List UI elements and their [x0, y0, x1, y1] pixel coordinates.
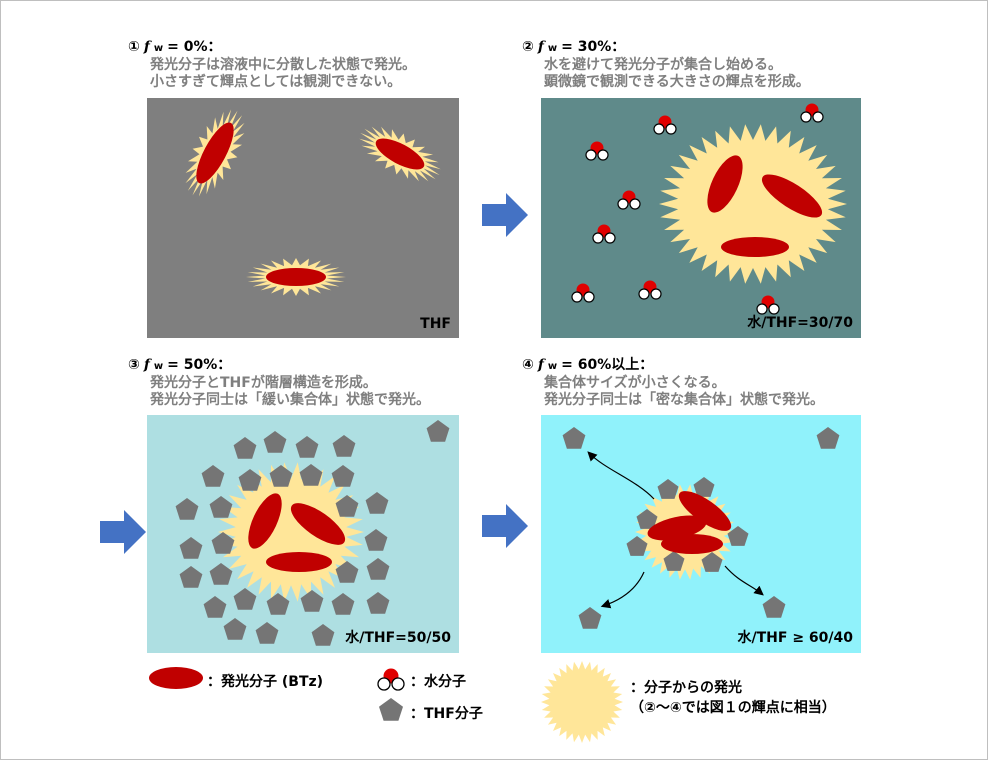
panel-background	[147, 98, 459, 338]
thf-molecule-icon	[364, 529, 388, 551]
thf-molecule-icon	[175, 498, 199, 520]
legend-glow-note: （②～④では図１の輝点に相当）	[630, 700, 836, 716]
panel-4-drawing	[541, 415, 861, 653]
panel-4-ratio-label: 水/THF ≥ 60/40	[737, 630, 854, 646]
thf-molecule-icon	[238, 469, 262, 491]
thf-molecule-icon	[701, 552, 723, 572]
glow-legend-icon	[541, 661, 623, 743]
panel-3-drawing	[147, 415, 459, 653]
panel-1-ratio-label: THF	[420, 316, 451, 332]
panel-3-ratio-label: 水/THF=50/50	[345, 630, 451, 646]
thf-molecule-icon	[263, 431, 287, 453]
thf-molecule-icon	[657, 479, 679, 499]
emitter-molecule	[375, 138, 425, 170]
panel-2-ratio-label: 水/THF=30/70	[747, 315, 853, 331]
thf-molecule-icon	[295, 436, 319, 458]
thf-molecule-icon	[366, 558, 390, 580]
diffusion-arrow	[600, 571, 645, 609]
emitter-molecule	[266, 552, 332, 572]
thf-molecule-icon	[209, 563, 233, 585]
arrow-right-icon	[482, 504, 528, 548]
thf-molecule-icon	[365, 492, 389, 514]
legend-water-label: ：水分子	[410, 674, 466, 690]
thf-molecule-icon	[201, 465, 225, 487]
thf-molecule-icon	[311, 624, 335, 646]
thf-molecule-icon	[335, 561, 359, 583]
thf-molecule-icon	[233, 588, 257, 610]
water-molecule-icon	[638, 280, 662, 300]
thf-molecule-icon	[299, 464, 323, 486]
water-molecule-icon	[756, 295, 780, 315]
thf-molecule-icon	[331, 593, 355, 615]
thf-molecule-icon	[179, 537, 203, 559]
thf-molecule-icon	[693, 477, 715, 497]
panel-water-30: 水/THF=30/70	[541, 98, 861, 338]
thf-molecule-icon	[331, 465, 355, 487]
glow-burst	[541, 661, 623, 743]
thf-molecule-icon	[626, 536, 648, 556]
arrow-right-icon	[100, 510, 146, 554]
emitter-legend-icon	[149, 667, 203, 689]
thf-molecule-icon	[426, 420, 450, 442]
water-molecule-icon	[592, 224, 616, 244]
thf-molecule-icon	[578, 607, 602, 629]
thf-molecule-icon	[562, 427, 586, 449]
emitter-molecule	[707, 155, 743, 213]
thf-molecule-icon	[179, 566, 203, 588]
thf-molecule-icon	[663, 551, 685, 571]
emitter-molecule	[266, 268, 326, 286]
thf-molecule-icon	[332, 435, 356, 457]
thf-molecule-icon	[223, 618, 247, 640]
water-molecule-legend-icon	[377, 668, 405, 691]
panel-thf: THF	[147, 98, 459, 338]
diffusion-arrow	[724, 565, 764, 596]
thf-molecule-icon	[269, 465, 293, 487]
water-molecule-icon	[800, 103, 824, 123]
legend-thf-label: ：THF分子	[410, 706, 483, 722]
thf-molecule-icon	[209, 496, 233, 518]
emitter-molecule	[196, 122, 234, 184]
water-molecule-icon	[653, 115, 677, 135]
emitter-molecule	[721, 237, 789, 257]
glow-burst	[659, 124, 847, 284]
thf-molecule-icon	[266, 593, 290, 615]
arrow-right-icon	[482, 193, 528, 237]
thf-molecule-legend-icon	[379, 698, 403, 721]
thf-molecule-icon	[203, 596, 227, 618]
panel-1-drawing	[147, 98, 459, 338]
emitter-molecule	[290, 503, 346, 545]
legend-glow-label: ：分子からの発光	[630, 680, 742, 696]
thf-molecule-icon	[300, 590, 324, 612]
thf-molecule-icon	[816, 427, 840, 449]
panel-2-drawing	[541, 98, 861, 338]
thf-molecule-icon	[255, 622, 279, 644]
thf-molecule-icon	[727, 526, 749, 546]
emitter-molecule	[761, 174, 823, 218]
emitter-molecule	[678, 491, 732, 531]
water-molecule-icon	[571, 283, 595, 303]
water-molecule-icon	[617, 190, 641, 210]
thf-molecule-icon	[366, 592, 390, 614]
thf-molecule-icon	[636, 509, 658, 529]
emitter-molecule	[248, 493, 282, 549]
water-molecule-icon	[585, 141, 609, 161]
thf-molecule-icon	[335, 495, 359, 517]
thf-molecule-icon	[762, 596, 786, 618]
thf-molecule-icon	[211, 532, 235, 554]
panel-water-50: 水/THF=50/50	[147, 415, 459, 653]
emitter-molecule	[661, 534, 723, 554]
diffusion-arrow	[587, 451, 655, 500]
thf-molecule-icon	[233, 437, 257, 459]
panel-water-60: 水/THF ≥ 60/40	[541, 415, 861, 653]
legend-emitter-label: ：発光分子 (BTz)	[207, 674, 324, 690]
